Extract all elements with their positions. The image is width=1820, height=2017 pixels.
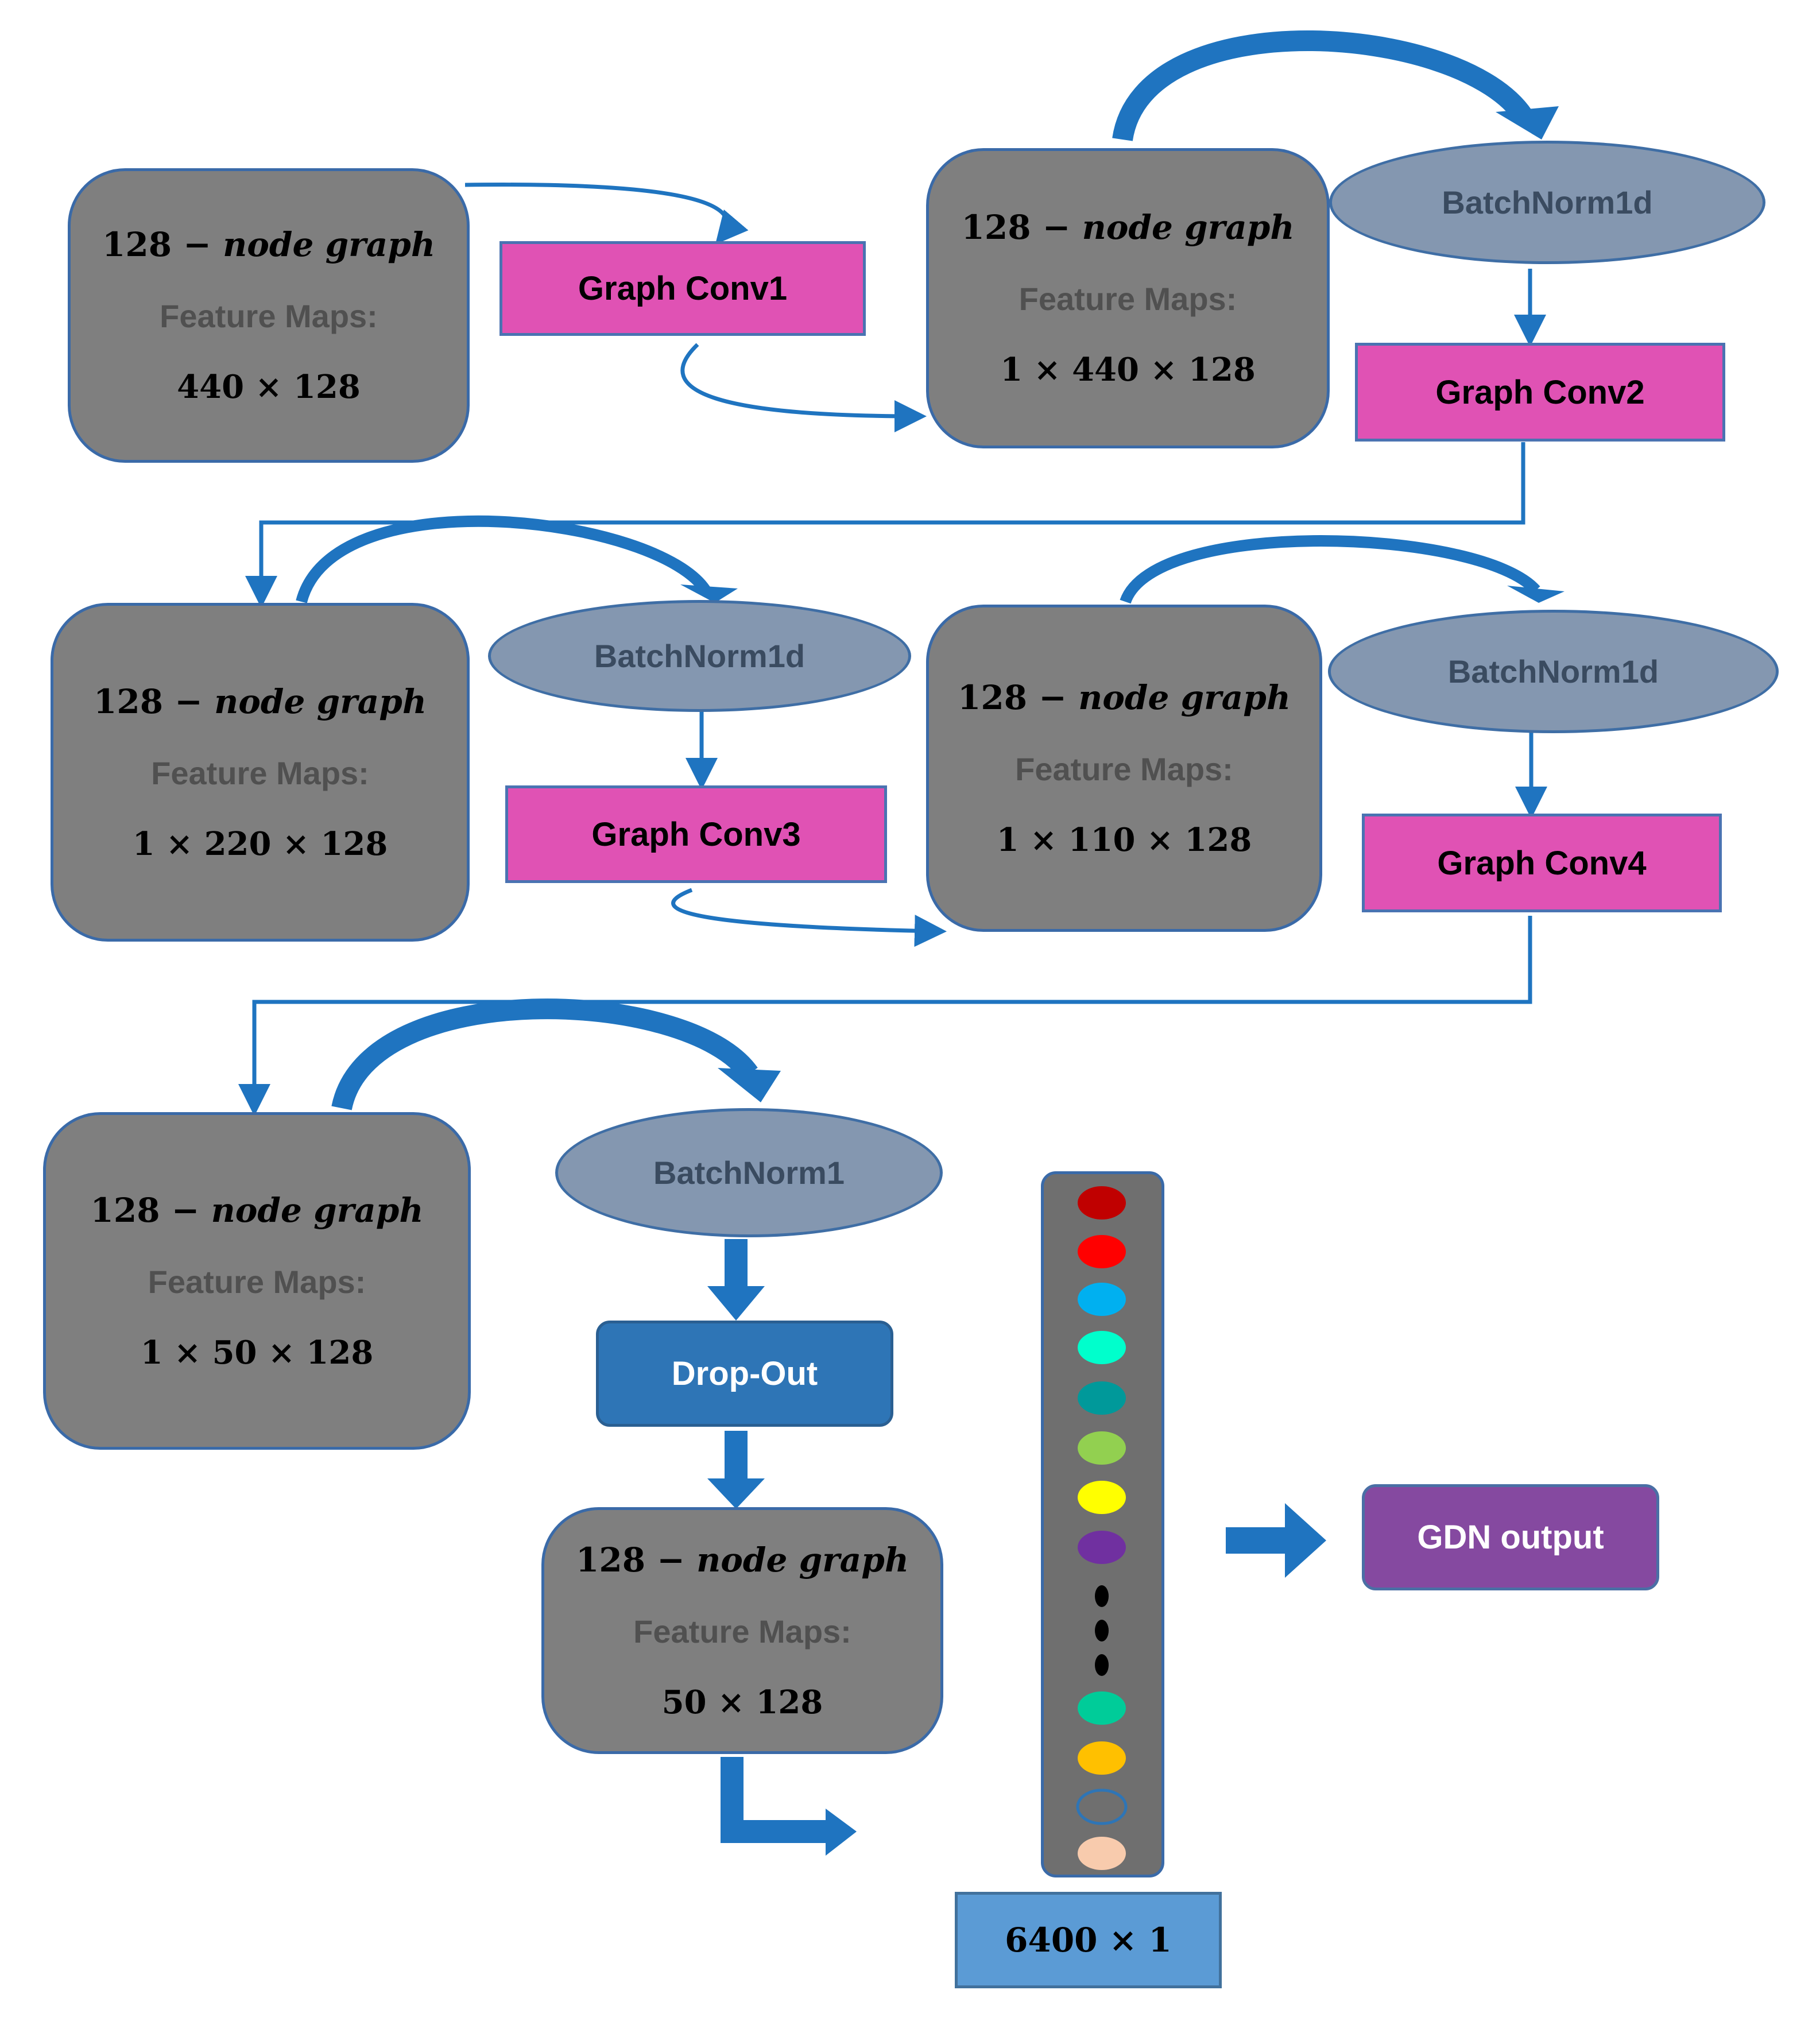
node-title: 128 − node graph (958, 678, 1291, 717)
ellipsis-dot (1095, 1585, 1109, 1607)
node-label: Feature Maps: (148, 1263, 366, 1300)
arrow-node1-to-conv1 (464, 183, 749, 245)
node-title: 128 − node graph (94, 682, 427, 721)
vector-element (1078, 1531, 1126, 1564)
feature-map-node-4: 128 − node graph Feature Maps: 1 × 110 ×… (926, 605, 1322, 932)
arrow-conv1-to-node2 (680, 343, 927, 432)
arrow-node3-to-batchnorm2 (296, 515, 711, 603)
vector-element (1076, 1788, 1128, 1825)
arrow-vector-to-output-shaft (1226, 1527, 1286, 1554)
vector-elements (1076, 1186, 1128, 1870)
vector-element (1078, 1741, 1126, 1775)
node-dims: 440 × 128 (177, 368, 361, 406)
batchnorm-4: BatchNorm1 (555, 1108, 943, 1237)
batchnorm-3: BatchNorm1d (1328, 610, 1779, 733)
graph-conv-3: Graph Conv3 (505, 785, 887, 883)
dropout-layer: Drop-Out (596, 1321, 893, 1427)
node-dims: 1 × 110 × 128 (996, 820, 1252, 859)
node-dims: 1 × 440 × 128 (1000, 351, 1256, 389)
node-title: 128 − node graph (102, 225, 435, 264)
node-label: Feature Maps: (633, 1613, 851, 1650)
node-title: 128 − node graph (90, 1190, 424, 1230)
arrow-batchnorm4-to-dropout-shaft (725, 1239, 748, 1288)
gdn-output: GDN output (1362, 1484, 1659, 1590)
graph-conv-4: Graph Conv4 (1362, 814, 1722, 912)
vector-element (1078, 1691, 1126, 1725)
vector-element (1078, 1837, 1126, 1870)
graph-conv-1: Graph Conv1 (499, 241, 866, 336)
feature-map-node-3: 128 − node graph Feature Maps: 1 × 220 ×… (51, 603, 470, 942)
arrow-node6-to-vector (721, 1757, 827, 1843)
ellipsis-dot (1095, 1654, 1109, 1676)
feature-map-node-1: 128 − node graph Feature Maps: 440 × 128 (68, 168, 470, 463)
vector-size-label: 6400 × 1 (955, 1892, 1222, 1988)
feature-map-node-6: 128 − node graph Feature Maps: 50 × 128 (541, 1507, 943, 1754)
graph-conv-2: Graph Conv2 (1355, 343, 1725, 442)
feature-map-node-5: 128 − node graph Feature Maps: 1 × 50 × … (43, 1112, 471, 1450)
arrow-node4-to-batchnorm3 (1120, 535, 1540, 604)
vector-element (1078, 1481, 1126, 1514)
vector-element (1078, 1381, 1126, 1415)
arrow-node2-to-batchnorm1 (1112, 30, 1534, 142)
flattened-vector (1041, 1171, 1164, 1877)
arrow-node5-to-batchnorm4 (331, 998, 758, 1111)
vector-element (1078, 1186, 1126, 1220)
vector-element (1078, 1431, 1126, 1465)
node-dims: 1 × 220 × 128 (132, 824, 388, 863)
node-label: Feature Maps: (160, 298, 378, 334)
node-label: Feature Maps: (1015, 750, 1233, 787)
arrow-dropout-to-node6-shaft (725, 1431, 748, 1480)
ellipsis-dot (1095, 1620, 1109, 1642)
node-title: 128 − node graph (961, 208, 1295, 247)
vector-element (1078, 1331, 1126, 1364)
feature-map-node-2: 128 − node graph Feature Maps: 1 × 440 ×… (926, 148, 1330, 448)
node-dims: 1 × 50 × 128 (140, 1333, 374, 1372)
batchnorm-2: BatchNorm1d (488, 600, 911, 712)
vector-element (1078, 1283, 1126, 1316)
arrow-conv4-to-node5 (238, 916, 1532, 1116)
arrow-conv2-to-node3 (245, 442, 1525, 608)
arrow-conv3-to-node4 (671, 888, 947, 947)
vector-element (1078, 1235, 1126, 1268)
node-dims: 50 × 128 (661, 1683, 823, 1721)
node-title: 128 − node graph (576, 1540, 909, 1579)
node-label: Feature Maps: (1019, 281, 1237, 317)
node-label: Feature Maps: (151, 754, 369, 791)
batchnorm-1: BatchNorm1d (1329, 141, 1765, 264)
